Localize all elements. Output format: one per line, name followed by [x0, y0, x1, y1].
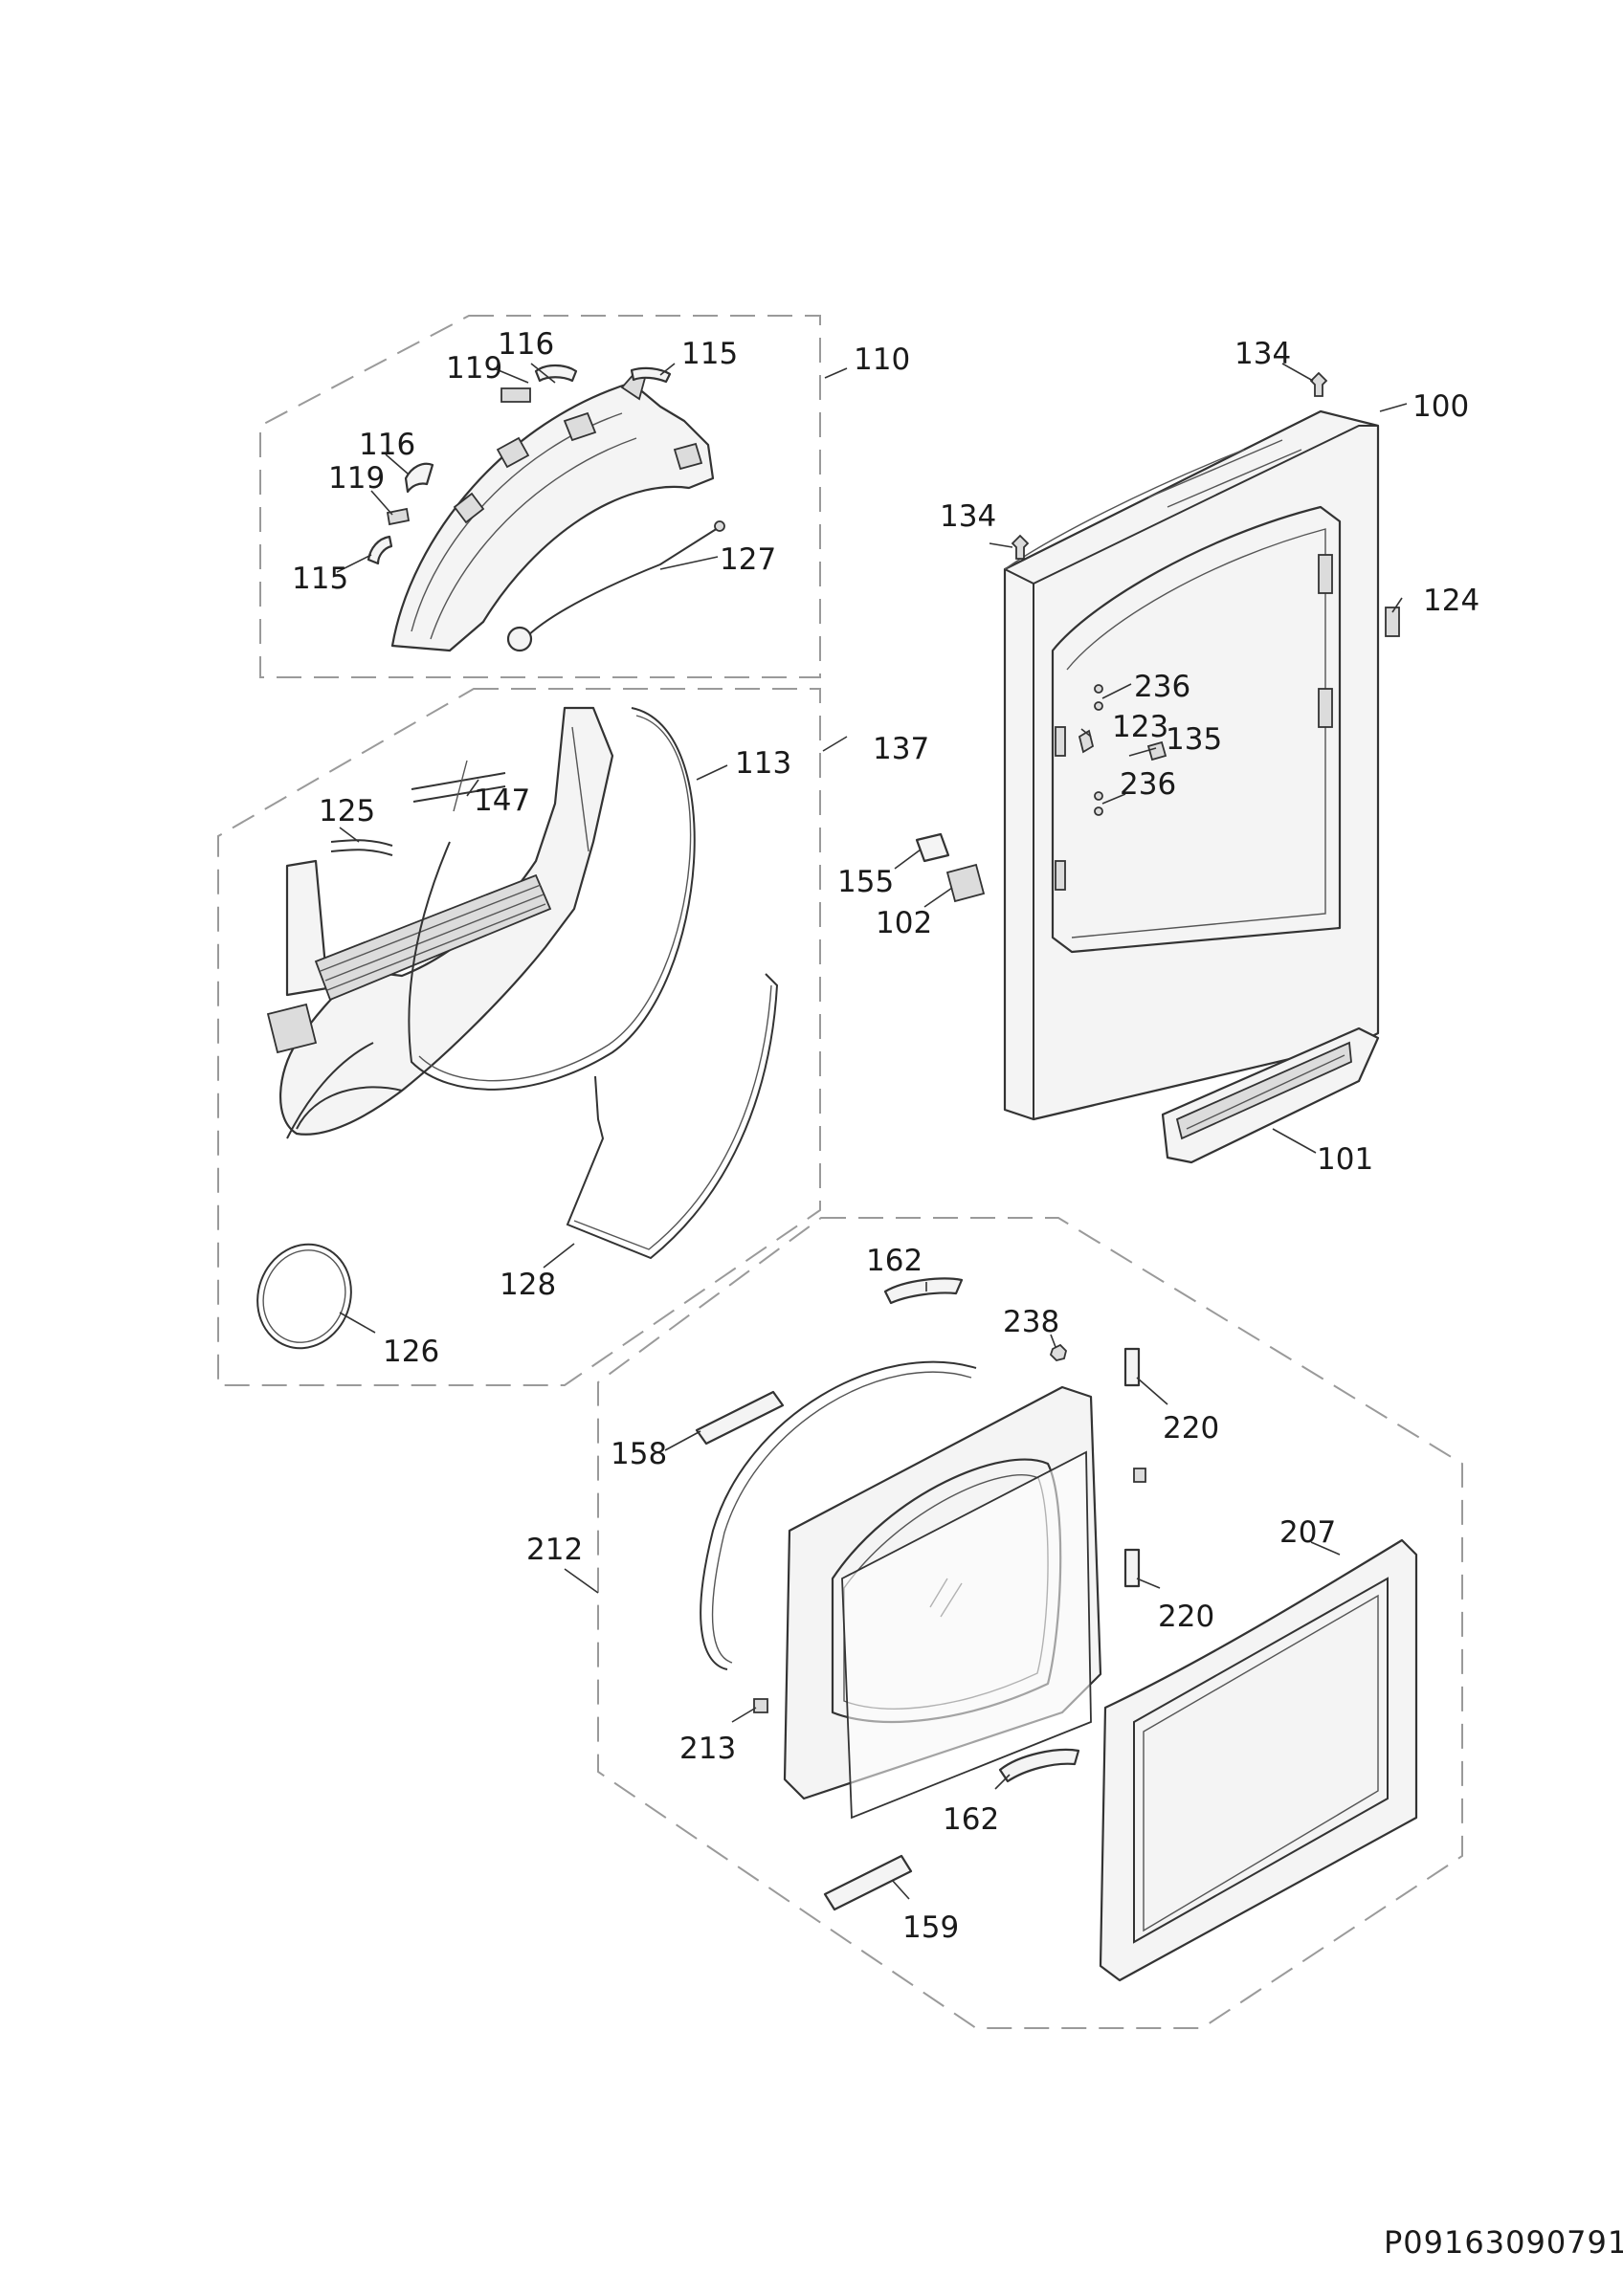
door-seal-ring-113-inner: [418, 715, 692, 1082]
filter-101: [1161, 1027, 1380, 1164]
switch-102: [945, 863, 986, 903]
label-147: 147: [474, 784, 530, 818]
door-glass: [841, 1450, 1092, 1820]
catch-213: [753, 1698, 768, 1713]
deflector-162-bottom: [998, 1748, 1080, 1783]
bracket-124: [1385, 607, 1400, 637]
label-158: 158: [611, 1437, 667, 1471]
clip-116-top: [534, 364, 578, 383]
screw-236-c: [1094, 791, 1103, 801]
label-116-top: 116: [498, 327, 554, 362]
label-116-left: 116: [359, 428, 415, 462]
screw-236-d: [1094, 806, 1103, 816]
gasket-ring-212: [700, 1360, 977, 1670]
label-236-bottom: 236: [1120, 767, 1176, 802]
label-127: 127: [720, 542, 776, 577]
screw-236-b: [1094, 701, 1103, 711]
clip-116-left: [404, 462, 434, 494]
drawing-code: P09163090791: [1384, 2224, 1623, 2261]
group-outline-137: [217, 688, 821, 1386]
screw-134-left: [1011, 534, 1030, 560]
hose-clamp-126-inner: [262, 1249, 346, 1343]
hose-clamp-126: [256, 1243, 352, 1350]
label-135: 135: [1166, 722, 1222, 757]
label-124: 124: [1423, 584, 1479, 618]
label-113: 113: [735, 746, 791, 781]
gasket-128-inner: [573, 984, 772, 1250]
label-126: 126: [383, 1335, 439, 1369]
label-207: 207: [1279, 1515, 1336, 1550]
label-102: 102: [876, 906, 932, 940]
deflector-162-top: [883, 1277, 964, 1305]
label-162-top: 162: [866, 1244, 923, 1278]
screw-236-a: [1094, 684, 1103, 694]
handle-158: [695, 1390, 785, 1446]
label-159: 159: [902, 1910, 959, 1945]
sensor-147: [411, 760, 506, 812]
clip-135: [1146, 740, 1167, 762]
hinge-220-top: [1123, 1347, 1141, 1387]
label-115-left: 115: [292, 562, 348, 596]
duct-filter-housing: [266, 706, 614, 1139]
label-220-bottom: 220: [1158, 1600, 1214, 1634]
gasket-128: [566, 973, 779, 1260]
label-137: 137: [873, 732, 929, 766]
label-115-top: 115: [681, 337, 738, 371]
block-1190: [1133, 1468, 1146, 1483]
hinge-220-bottom: [1123, 1548, 1141, 1588]
label-155: 155: [837, 865, 894, 899]
label-119-top: 119: [446, 351, 502, 386]
label-220-top: 220: [1163, 1411, 1219, 1446]
group-outline-212: [597, 1217, 1463, 2029]
label-238: 238: [1003, 1305, 1059, 1339]
pad-119-top: [500, 387, 531, 403]
label-101: 101: [1317, 1142, 1373, 1177]
heater-cable-127: [506, 520, 725, 652]
handle-159: [823, 1854, 913, 1911]
clip-115-top: [630, 366, 672, 384]
clip-115-left: [367, 535, 393, 565]
pad-119-left: [386, 507, 411, 526]
label-128: 128: [500, 1268, 556, 1302]
label-119-left: 119: [328, 461, 385, 496]
label-110: 110: [854, 342, 910, 377]
label-123: 123: [1112, 710, 1168, 744]
label-134-top: 134: [1234, 337, 1291, 371]
label-100: 100: [1412, 389, 1469, 424]
label-134-left: 134: [940, 499, 996, 534]
gasket-ring-212-inner: [711, 1371, 972, 1664]
label-236-top: 236: [1134, 670, 1190, 704]
screw-134-top: [1309, 371, 1328, 397]
front-panel-100: [1003, 409, 1380, 1121]
bearing-arc-part: [390, 370, 715, 652]
outer-door-207: [1099, 1538, 1418, 1982]
cover-155: [915, 832, 950, 863]
group-outline-110: [259, 315, 821, 678]
label-212: 212: [526, 1533, 583, 1567]
nut-238: [1049, 1343, 1067, 1361]
label-213: 213: [679, 1732, 736, 1766]
label-125: 125: [319, 794, 375, 828]
door-seal-ring-113: [408, 707, 696, 1091]
sensor-125: [330, 839, 393, 856]
label-162-bottom: 162: [943, 1802, 999, 1837]
